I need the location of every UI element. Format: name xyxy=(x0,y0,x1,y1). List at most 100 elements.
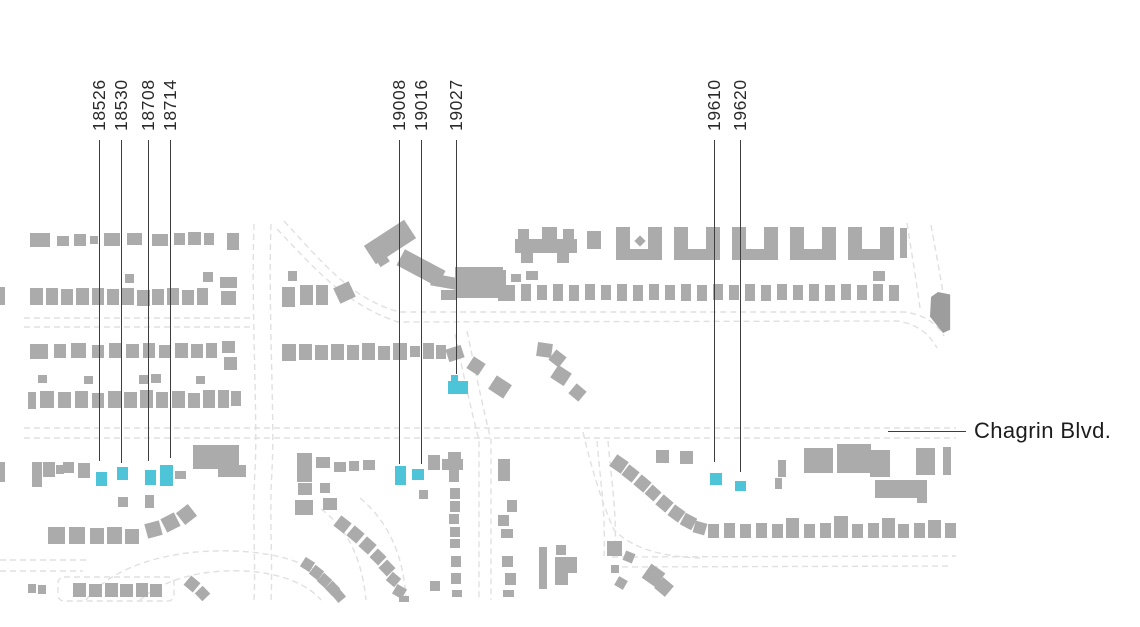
highlighted-building-18526 xyxy=(96,472,107,486)
building xyxy=(92,393,104,408)
building xyxy=(300,285,313,305)
building xyxy=(569,285,579,301)
building xyxy=(756,523,767,538)
street-label: Chagrin Blvd. xyxy=(974,418,1112,443)
building xyxy=(441,290,456,300)
building xyxy=(873,271,885,281)
building xyxy=(450,488,460,499)
address-leader-line-19016 xyxy=(421,140,423,464)
building xyxy=(92,288,104,305)
road-edge xyxy=(276,228,938,349)
building xyxy=(786,518,799,538)
building xyxy=(174,233,185,245)
building xyxy=(90,528,104,544)
building xyxy=(601,285,611,300)
building xyxy=(611,565,619,573)
building xyxy=(315,345,328,360)
building xyxy=(167,288,179,305)
building xyxy=(542,227,557,240)
building xyxy=(124,392,137,408)
building xyxy=(74,234,86,246)
building xyxy=(777,284,787,300)
building xyxy=(28,584,36,593)
building xyxy=(451,573,461,584)
address-label-19610: 19610 xyxy=(704,79,724,131)
building xyxy=(945,523,956,538)
building xyxy=(299,344,312,360)
building xyxy=(63,462,74,473)
building xyxy=(107,289,119,305)
building xyxy=(140,390,153,408)
building xyxy=(30,288,43,305)
building xyxy=(61,289,73,305)
building xyxy=(563,229,574,240)
building xyxy=(175,343,188,358)
building xyxy=(125,274,134,283)
building xyxy=(30,233,50,247)
road-edge xyxy=(582,431,701,559)
building xyxy=(732,249,778,260)
building xyxy=(57,236,69,246)
building xyxy=(419,490,428,499)
building xyxy=(175,471,186,479)
road-edge xyxy=(320,508,367,601)
building xyxy=(159,345,171,358)
address-leader-line-19610 xyxy=(714,140,716,462)
building xyxy=(204,233,214,245)
building xyxy=(297,453,312,469)
building xyxy=(505,285,515,301)
road-edge xyxy=(596,440,606,557)
building xyxy=(450,501,460,512)
address-leader-line-18530 xyxy=(121,140,123,463)
building xyxy=(197,288,208,305)
street-pointer-line xyxy=(888,431,966,433)
building xyxy=(498,459,510,481)
building xyxy=(104,233,120,246)
building xyxy=(0,462,5,482)
building xyxy=(518,229,529,240)
building xyxy=(852,524,863,538)
building xyxy=(188,393,200,408)
building xyxy=(334,462,346,472)
road-edge xyxy=(252,223,257,601)
building xyxy=(507,500,517,512)
building xyxy=(665,285,675,300)
building xyxy=(724,523,735,538)
address-leader-line-19027 xyxy=(456,140,458,374)
building xyxy=(28,392,36,409)
building xyxy=(38,375,47,383)
building xyxy=(320,483,330,493)
building xyxy=(870,450,890,477)
building xyxy=(347,345,359,360)
building xyxy=(745,284,755,301)
road-edge xyxy=(611,555,957,558)
building xyxy=(498,515,509,526)
building xyxy=(288,271,297,281)
building xyxy=(539,547,547,589)
building xyxy=(221,291,236,305)
building xyxy=(809,284,819,301)
building xyxy=(76,288,89,305)
building xyxy=(118,497,128,507)
building xyxy=(498,270,506,301)
building xyxy=(32,462,42,487)
building xyxy=(804,448,833,473)
building xyxy=(137,290,150,306)
building xyxy=(203,272,213,282)
building xyxy=(825,285,835,301)
building xyxy=(150,584,162,597)
building xyxy=(526,271,538,280)
building xyxy=(222,341,235,353)
building xyxy=(423,343,434,359)
building xyxy=(436,345,446,359)
address-leader-line-18526 xyxy=(99,140,101,461)
highlighted-building-18714 xyxy=(160,465,173,486)
address-leader-line-18708 xyxy=(148,140,150,461)
building xyxy=(295,500,313,515)
building xyxy=(761,285,771,301)
building xyxy=(316,285,328,305)
building xyxy=(900,228,907,258)
highlighted-building-18530 xyxy=(117,467,128,480)
building xyxy=(841,284,851,300)
building xyxy=(430,581,440,591)
